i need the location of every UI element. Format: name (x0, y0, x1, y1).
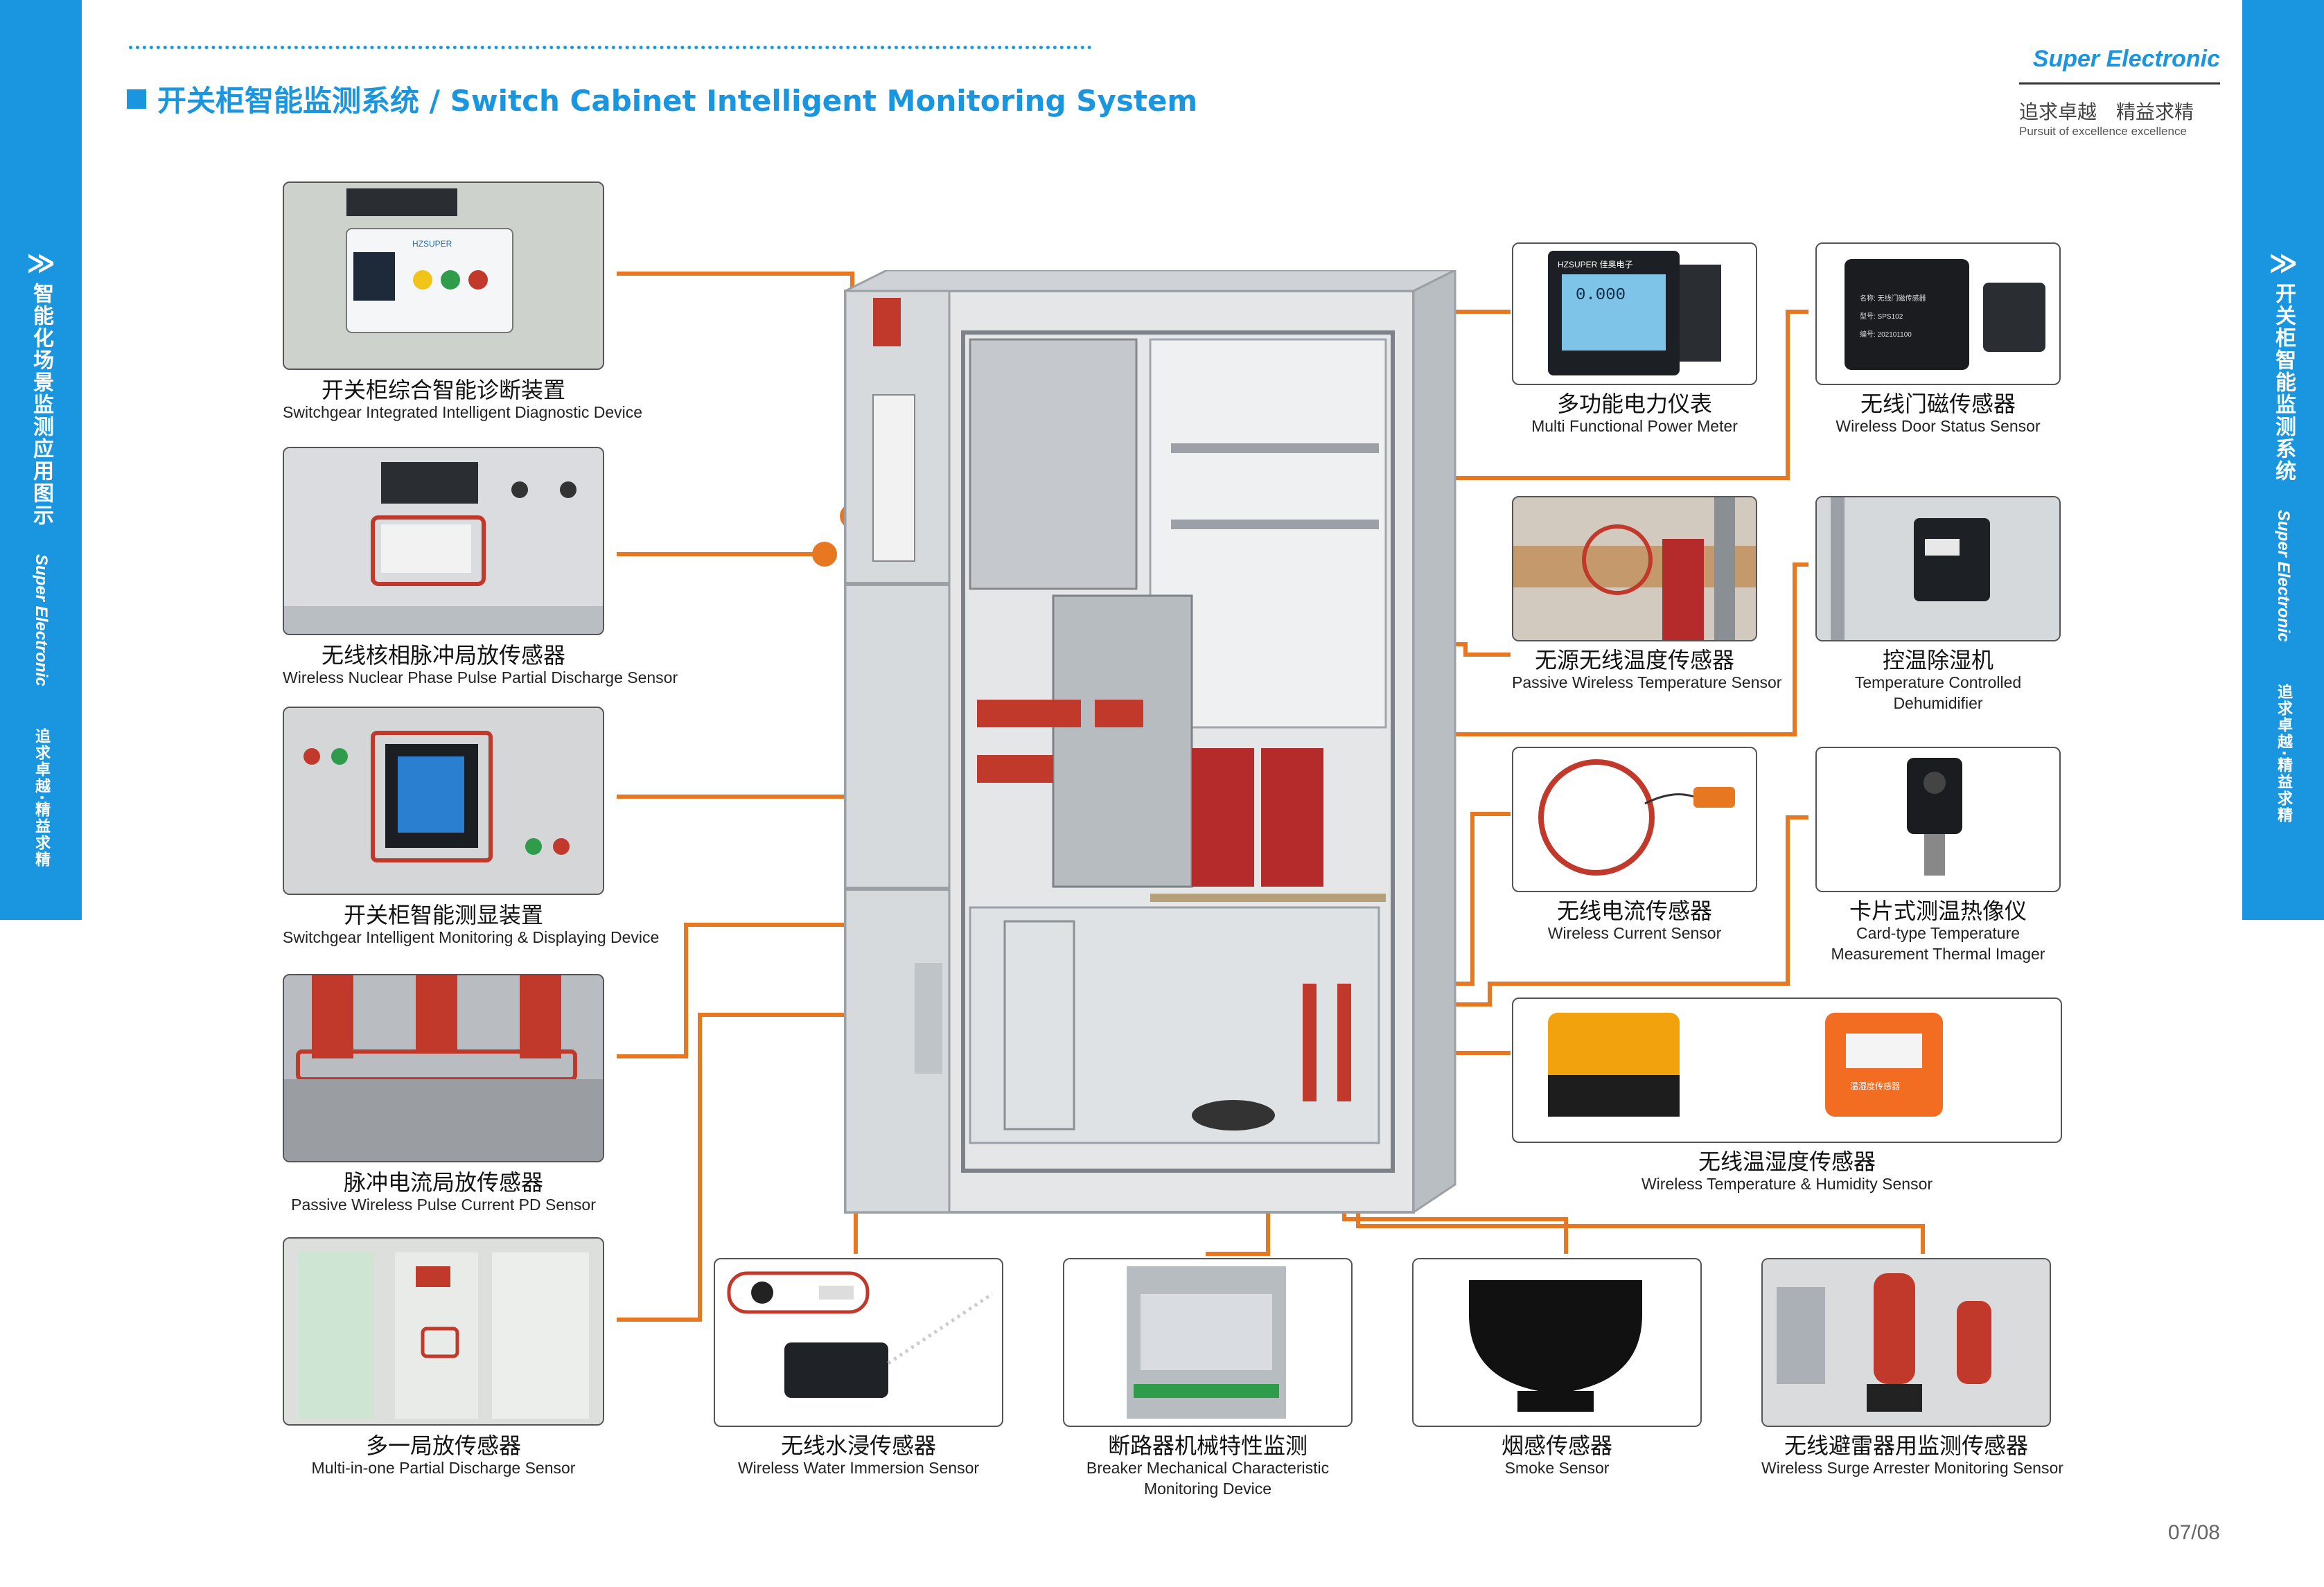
component-card-temp-humidity-sensor: 温湿度传感器 无线温湿度传感器 Wireless Temperature & H… (1512, 998, 2062, 1198)
component-name-cn: 无线水浸传感器 (780, 1433, 936, 1459)
component-name-en: Passive Wireless Temperature Sensor (1512, 673, 1782, 691)
component-photo (1512, 496, 1757, 641)
side-section-title: 智能化场景监测应用图示 (29, 283, 53, 526)
component-name-en: Card-type Temperature Measurement Therma… (1831, 924, 2045, 963)
component-name-cn: 无线温湿度传感器 (1698, 1149, 1876, 1175)
component-name-en: Wireless Surge Arrester Monitoring Senso… (1761, 1459, 2063, 1477)
component-name-cn: 无线避雷器用监测传感器 (1784, 1433, 2028, 1459)
component-card-diagnostic-device: HZSUPER 开关柜综合智能诊断装置 Switchgear Integrate… (283, 181, 643, 431)
component-name-cn: 断路器机械特性监测 (1107, 1433, 1308, 1459)
brand-logo: Super Electronic (2032, 46, 2220, 72)
component-name-cn: 脉冲电流局放传感器 (343, 1169, 543, 1196)
component-photo (283, 707, 604, 895)
side-slogan: 追求卓越·精益求精 (33, 727, 50, 869)
dotted-divider (129, 46, 1092, 49)
component-photo (714, 1258, 1003, 1427)
page-title: 开关柜智能监测系统 / Switch Cabinet Intelligent M… (127, 78, 1197, 120)
component-name-en: Passive Wireless Pulse Current PD Sensor (291, 1196, 596, 1214)
th-sensor-label: 温湿度传感器 (1850, 1081, 1900, 1091)
component-card-smoke-sensor: 烟感传感器 Smoke Sensor (1412, 1258, 1702, 1507)
component-photo: HZSUPER 佳奥电子 0.000 (1512, 242, 1757, 385)
component-name-cn: 无线电流传感器 (1556, 898, 1712, 924)
component-card-multi-in-one-pd-sensor: 多一局放传感器 Multi-in-one Partial Discharge S… (283, 1237, 604, 1487)
component-photo (283, 974, 604, 1162)
component-photo (1412, 1258, 1702, 1427)
component-card-breaker-mechanical-monitor: 断路器机械特性监测 Breaker Mechanical Characteris… (1063, 1258, 1353, 1507)
chevron-down-icon: ≫ (26, 248, 55, 278)
component-name-en: Temperature Controlled Dehumidifier (1854, 673, 2022, 712)
side-section-title: 开关柜智能监测系统 (2271, 283, 2296, 482)
component-card-current-sensor: 无线电流传感器 Wireless Current Sensor (1512, 747, 1757, 955)
component-photo: HZSUPER (283, 181, 604, 370)
door-sensor-label: 名称: 无线门磁传感器 (1860, 294, 1926, 303)
brand-slogan-en: Pursuit of excellence excellence (2019, 125, 2187, 138)
brand-block: Super Electronic 追求卓越 精益求精 Pursuit of ex… (2019, 46, 2220, 139)
component-photo: 温湿度传感器 (1512, 998, 2062, 1143)
component-photo (283, 447, 604, 635)
component-card-nuclear-phase-pd-sensor: 无线核相脉冲局放传感器 Wireless Nuclear Phase Pulse… (283, 447, 678, 696)
component-name-en: Switchgear Integrated Intelligent Diagno… (283, 403, 643, 421)
page-number: 07/08 (2167, 1521, 2220, 1544)
left-side-banner: ≫ 智能化场景监测应用图示 Super Electronic 追求卓越·精益求精 (0, 0, 82, 920)
page-title-text: 开关柜智能监测系统 / Switch Cabinet Intelligent M… (157, 84, 1198, 118)
component-name-cn: 无线门磁传感器 (1860, 391, 2016, 417)
side-brand: Super Electronic (32, 554, 51, 686)
side-slogan: 追求卓越·精益求精 (2275, 683, 2292, 824)
side-brand: Super Electronic (2274, 510, 2293, 642)
component-name-en: Wireless Water Immersion Sensor (737, 1459, 980, 1477)
component-name-cn: 无线核相脉冲局放传感器 (321, 642, 565, 668)
component-name-en: Multi Functional Power Meter (1531, 417, 1738, 435)
component-card-surge-arrester-sensor: 无线避雷器用监测传感器 Wireless Surge Arrester Moni… (1761, 1258, 2063, 1507)
component-name-en: Multi-in-one Partial Discharge Sensor (311, 1459, 576, 1477)
component-card-dehumidifier: 控温除湿机 Temperature Controlled Dehumidifie… (1815, 496, 2061, 725)
component-card-monitoring-display-device: 开关柜智能测显装置 Switchgear Intelligent Monitor… (283, 707, 660, 956)
component-name-cn: 控温除湿机 (1882, 647, 1993, 673)
diag-brand: HZSUPER (412, 239, 452, 249)
meter-brand: HZSUPER 佳奥电子 (1558, 260, 1633, 269)
title-bullet-icon (127, 89, 146, 109)
component-photo (283, 1237, 604, 1426)
component-name-cn: 卡片式测温热像仪 (1849, 898, 2027, 924)
component-name-cn: 开关柜智能测显装置 (343, 902, 543, 928)
door-sensor-model: 型号: SPS102 (1860, 312, 1903, 321)
component-name-cn: 开关柜综合智能诊断装置 (321, 377, 565, 403)
component-name-en: Wireless Door Status Sensor (1836, 417, 2041, 435)
right-side-banner: ≫ 开关柜智能监测系统 Super Electronic 追求卓越·精益求精 (2242, 0, 2324, 920)
component-name-en: Wireless Temperature & Humidity Sensor (1641, 1175, 1933, 1193)
component-photo (1815, 747, 2061, 892)
component-name-en: Switchgear Intelligent Monitoring & Disp… (283, 928, 660, 946)
component-name-en: Wireless Current Sensor (1547, 924, 1722, 942)
component-card-water-immersion-sensor: 无线水浸传感器 Wireless Water Immersion Sensor (714, 1258, 1003, 1507)
component-photo (1815, 496, 2061, 641)
component-name-cn: 无源无线温度传感器 (1534, 647, 1734, 673)
brand-divider (2019, 82, 2220, 85)
component-card-pulse-current-pd-sensor: 脉冲电流局放传感器 Passive Wireless Pulse Current… (283, 974, 604, 1223)
component-name-cn: 烟感传感器 (1501, 1433, 1612, 1459)
brand-slogan-cn: 追求卓越 精益求精 (2019, 100, 2194, 123)
switch-cabinet-illustration (844, 270, 1456, 1214)
component-name-en: Wireless Nuclear Phase Pulse Partial Dis… (283, 668, 678, 686)
component-name-cn: 多一局放传感器 (365, 1433, 521, 1459)
door-sensor-serial: 编号: 202101100 (1860, 330, 1912, 339)
component-card-power-meter: HZSUPER 佳奥电子 0.000 多功能电力仪表 Multi Functio… (1512, 242, 1757, 450)
component-photo (1063, 1258, 1353, 1427)
chevron-down-icon: ≫ (2269, 248, 2298, 278)
component-photo: 名称: 无线门磁传感器 型号: SPS102 编号: 202101100 (1815, 242, 2061, 385)
component-card-thermal-imager: 卡片式测温热像仪 Card-type Temperature Measureme… (1815, 747, 2061, 975)
component-name-cn: 多功能电力仪表 (1556, 391, 1712, 417)
component-photo (1761, 1258, 2051, 1427)
component-name-en: Breaker Mechanical Characteristic Monito… (1086, 1459, 1330, 1498)
component-name-en: Smoke Sensor (1504, 1459, 1610, 1477)
component-card-door-status-sensor: 名称: 无线门磁传感器 型号: SPS102 编号: 202101100 无线门… (1815, 242, 2061, 450)
meter-reading: 0.000 (1576, 286, 1626, 305)
component-photo (1512, 747, 1757, 892)
component-card-passive-temp-sensor: 无源无线温度传感器 Passive Wireless Temperature S… (1512, 496, 1782, 704)
